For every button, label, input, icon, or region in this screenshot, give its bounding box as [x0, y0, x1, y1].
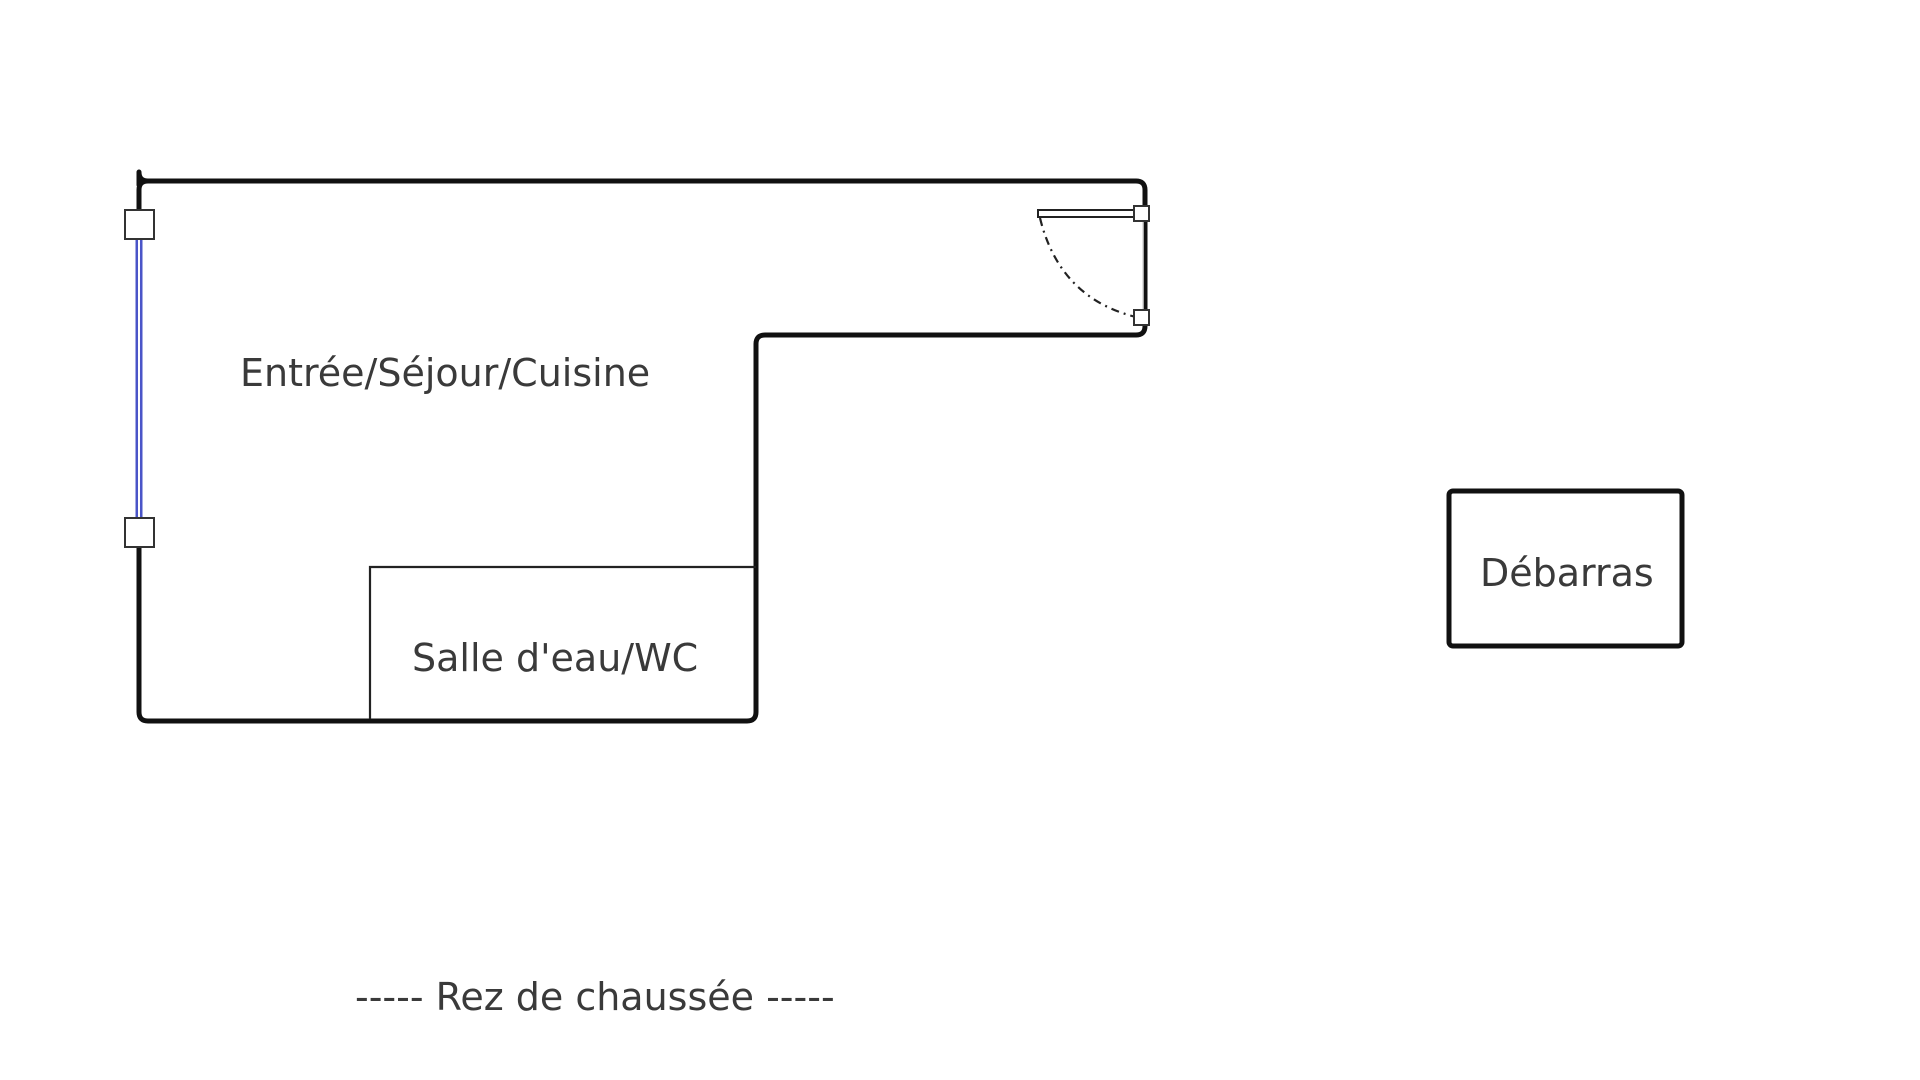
- door-swing-arc: [1038, 217, 1141, 320]
- door-node-top: [1133, 205, 1150, 222]
- bathroom-partition: [368, 565, 756, 719]
- entrance-door: [1037, 205, 1150, 326]
- room-label-storage: Débarras: [1480, 551, 1654, 595]
- room-label-bath: Salle d'eau/WC: [412, 636, 698, 680]
- main-wall-corner: [136, 178, 151, 226]
- storage-room-wall: [1446, 488, 1685, 649]
- main-outer-wall: [136, 169, 1148, 724]
- floor-caption: ----- Rez de chaussée -----: [355, 975, 835, 1019]
- window-node-top: [124, 209, 155, 240]
- window-node-bottom: [124, 517, 155, 548]
- left-window: [124, 209, 155, 548]
- door-leaf: [1037, 209, 1142, 218]
- room-label-main: Entrée/Séjour/Cuisine: [240, 351, 650, 395]
- door-node-bottom: [1133, 309, 1150, 326]
